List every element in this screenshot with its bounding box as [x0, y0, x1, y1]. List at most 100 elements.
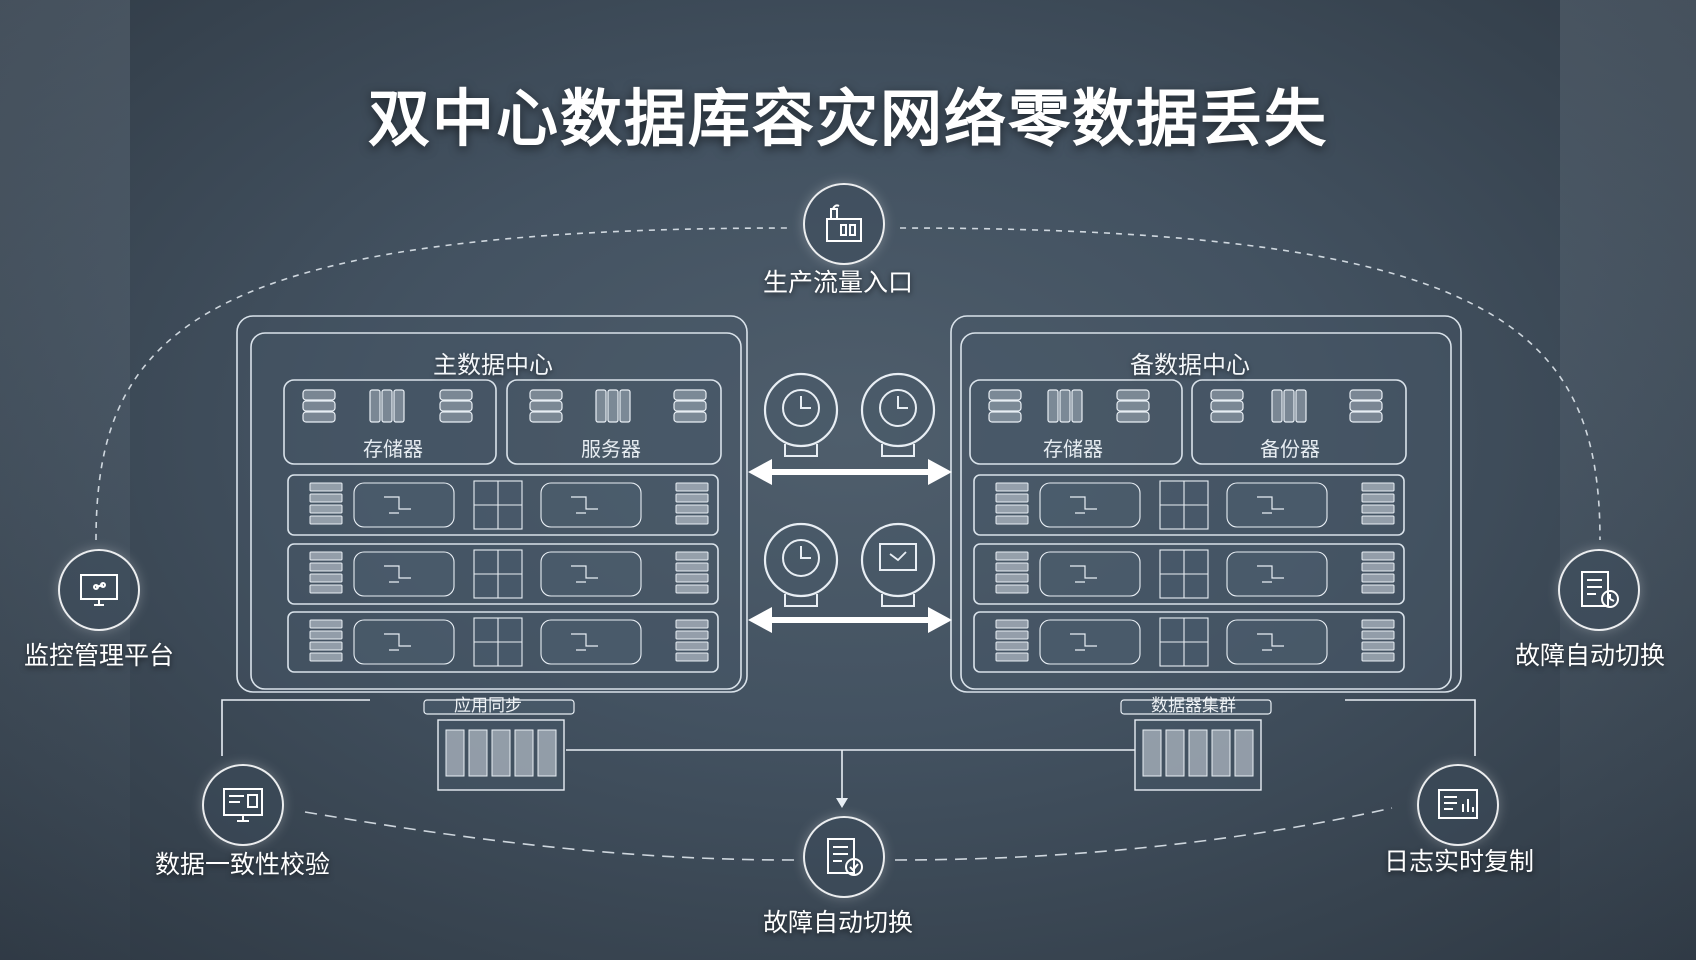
primary-storage-drum-0-disk-2: [302, 411, 336, 423]
primary-rack-row-2-stack-1-1: [675, 630, 709, 640]
primary-rack-row-2-stack-0-2: [309, 641, 343, 651]
backup-rack-row-1-stack-0-1: [995, 562, 1029, 572]
primary-server-drum-0-disk-2: [529, 411, 563, 423]
backup-rack-row-2-stack-1-3: [1361, 652, 1395, 662]
backup-server-unit-1-blade-1: [1283, 389, 1295, 423]
backup-server-drum-0-disk-0: [1210, 389, 1244, 401]
backup-rack-row-0-stack-1-3: [1361, 515, 1395, 525]
backup-cluster-rack-unit-1: [1165, 729, 1185, 777]
backup-rack-row-2-stack-0-0: [995, 619, 1029, 629]
line-backup-to-log: [1345, 699, 1476, 756]
primary-server-unit-1-blade-0: [595, 389, 607, 423]
backup-server-unit-1-blade-0: [1271, 389, 1283, 423]
clock-gauge-top-left-hands: [800, 396, 811, 409]
backup-center-outer-frame: [950, 315, 1462, 693]
backup-rack-row-2-stack-1-0: [1361, 619, 1395, 629]
primary-rack-row-1-stack-0-1: [309, 562, 343, 572]
arrowhead-failover-bottom: [836, 798, 848, 808]
primary-server-unit-1-blade-2: [619, 389, 631, 423]
primary-rack-row-0-stack-1-0: [675, 482, 709, 492]
backup-storage-drum-2-disk-1: [1116, 400, 1150, 412]
primary-rack-row-1-stack-1-2: [675, 573, 709, 583]
primary-rack-row-0-stack-1-2: [675, 504, 709, 514]
primary-rack-row-2-stack-1-0: [675, 619, 709, 629]
primary-server-drum-2-disk-2: [673, 411, 707, 423]
primary-rack-row-2-trace-0: [384, 633, 411, 651]
primary-rack-row-2-stack-1-3: [675, 652, 709, 662]
document-check-icon: [803, 816, 885, 898]
backup-rack-row-2-board-0: [1039, 619, 1141, 665]
primary-rack-row-2-stack-0-1: [309, 630, 343, 640]
primary-storage-drum-0-disk-1: [302, 400, 336, 412]
primary-rack-row-0-board-0: [353, 482, 455, 528]
backup-rack-row-1-stack-0-2: [995, 573, 1029, 583]
backup-rack-row-0-trace-1: [1257, 496, 1284, 514]
background-pillar-left: [0, 0, 130, 960]
monitor-gauge-bottom-right-stand: [881, 594, 915, 607]
backup-rack-row-1-trace-0: [1070, 565, 1097, 583]
backup-rack-row-2-stack-0-3: [995, 652, 1029, 662]
primary-rack-row-2-stack-0-3: [309, 652, 343, 662]
primary-rack-row-0-stack-0-3: [309, 515, 343, 525]
backup-storage-drum-0-disk-1: [988, 400, 1022, 412]
primary-rack-row-0-stack-1-1: [675, 493, 709, 503]
clock-gauge-top-right-hands: [897, 396, 908, 409]
dashed-loop-bottom-left: [304, 811, 796, 861]
backup-rack-row-0-board-0: [1039, 482, 1141, 528]
backup-rack-row-0-stack-1-1: [1361, 493, 1395, 503]
primary-rack-row-0-trace-1: [571, 496, 598, 514]
factory-icon: [803, 183, 885, 265]
replication-arrow-top-head-left: [748, 459, 772, 485]
backup-storage-label: 存储器: [1043, 437, 1103, 461]
primary-sync-label: 应用同步: [454, 696, 522, 716]
primary-server-unit-1-blade-1: [607, 389, 619, 423]
monitor-icon: [58, 549, 140, 631]
backup-rack-row-0-trace-0: [1070, 496, 1097, 514]
primary-storage-drum-0-disk-0: [302, 389, 336, 401]
line-primary-to-consistency: [221, 699, 370, 756]
primary-rack-row-1-stack-0-3: [309, 584, 343, 594]
primary-rack-row-2-board-1: [540, 619, 642, 665]
traffic-entry-label: 生产流量入口: [763, 268, 914, 297]
clock-gauge-top-right-face: [879, 389, 917, 427]
primary-rack-row-2-stack-1-2: [675, 641, 709, 651]
primary-rack-row-1-board-1: [540, 551, 642, 597]
clock-gauge-bottom-left-ring: [763, 522, 839, 598]
backup-server-drum-2-disk-2: [1349, 411, 1383, 423]
backup-rack-row-2-stack-0-2: [995, 641, 1029, 651]
monitoring-label: 监控管理平台: [24, 641, 175, 670]
backup-server-drum-2-disk-0: [1349, 389, 1383, 401]
primary-sync-rack-unit-1: [468, 729, 488, 777]
backup-server-unit-1-blade-2: [1295, 389, 1307, 423]
backup-storage-server-1-blade-2: [1071, 389, 1083, 423]
backup-rack-row-1-stack-1-0: [1361, 551, 1395, 561]
primary-center-title: 主数据中心: [433, 351, 553, 379]
primary-storage-server-1-blade-1: [381, 389, 393, 423]
primary-server-drum-0-disk-0: [529, 389, 563, 401]
log-replication-label: 日志实时复制: [1384, 847, 1535, 876]
backup-rack-row-0-board-1: [1226, 482, 1328, 528]
primary-sync-rack-unit-3: [514, 729, 534, 777]
clock-gauge-bottom-left-face: [782, 539, 820, 577]
backup-cluster-label: 数据器集群: [1151, 696, 1236, 716]
backup-rack-row-1-board-1: [1226, 551, 1328, 597]
dashboard-monitor-icon: [202, 764, 284, 846]
primary-rack-row-1-stack-1-1: [675, 562, 709, 572]
backup-server-drum-0-disk-2: [1210, 411, 1244, 423]
backup-rack-row-2-stack-1-1: [1361, 630, 1395, 640]
backup-server-label: 备份器: [1260, 437, 1320, 461]
backup-rack-row-2-trace-0: [1070, 633, 1097, 651]
primary-storage-label: 存储器: [363, 437, 423, 461]
backup-rack-row-0-stack-0-2: [995, 504, 1029, 514]
backup-cluster-rack-header: [1120, 699, 1272, 715]
primary-sync-rack-unit-0: [445, 729, 465, 777]
primary-rack-row-1-stack-0-2: [309, 573, 343, 583]
backup-rack-row-0-stack-0-1: [995, 493, 1029, 503]
primary-rack-row-0-stack-1-3: [675, 515, 709, 525]
primary-rack-row-2-board-0: [353, 619, 455, 665]
backup-rack-row-0-stack-1-0: [1361, 482, 1395, 492]
primary-storage-drum-2-disk-1: [439, 400, 473, 412]
log-screen-icon: [1417, 764, 1499, 846]
primary-rack-row-1-stack-1-3: [675, 584, 709, 594]
